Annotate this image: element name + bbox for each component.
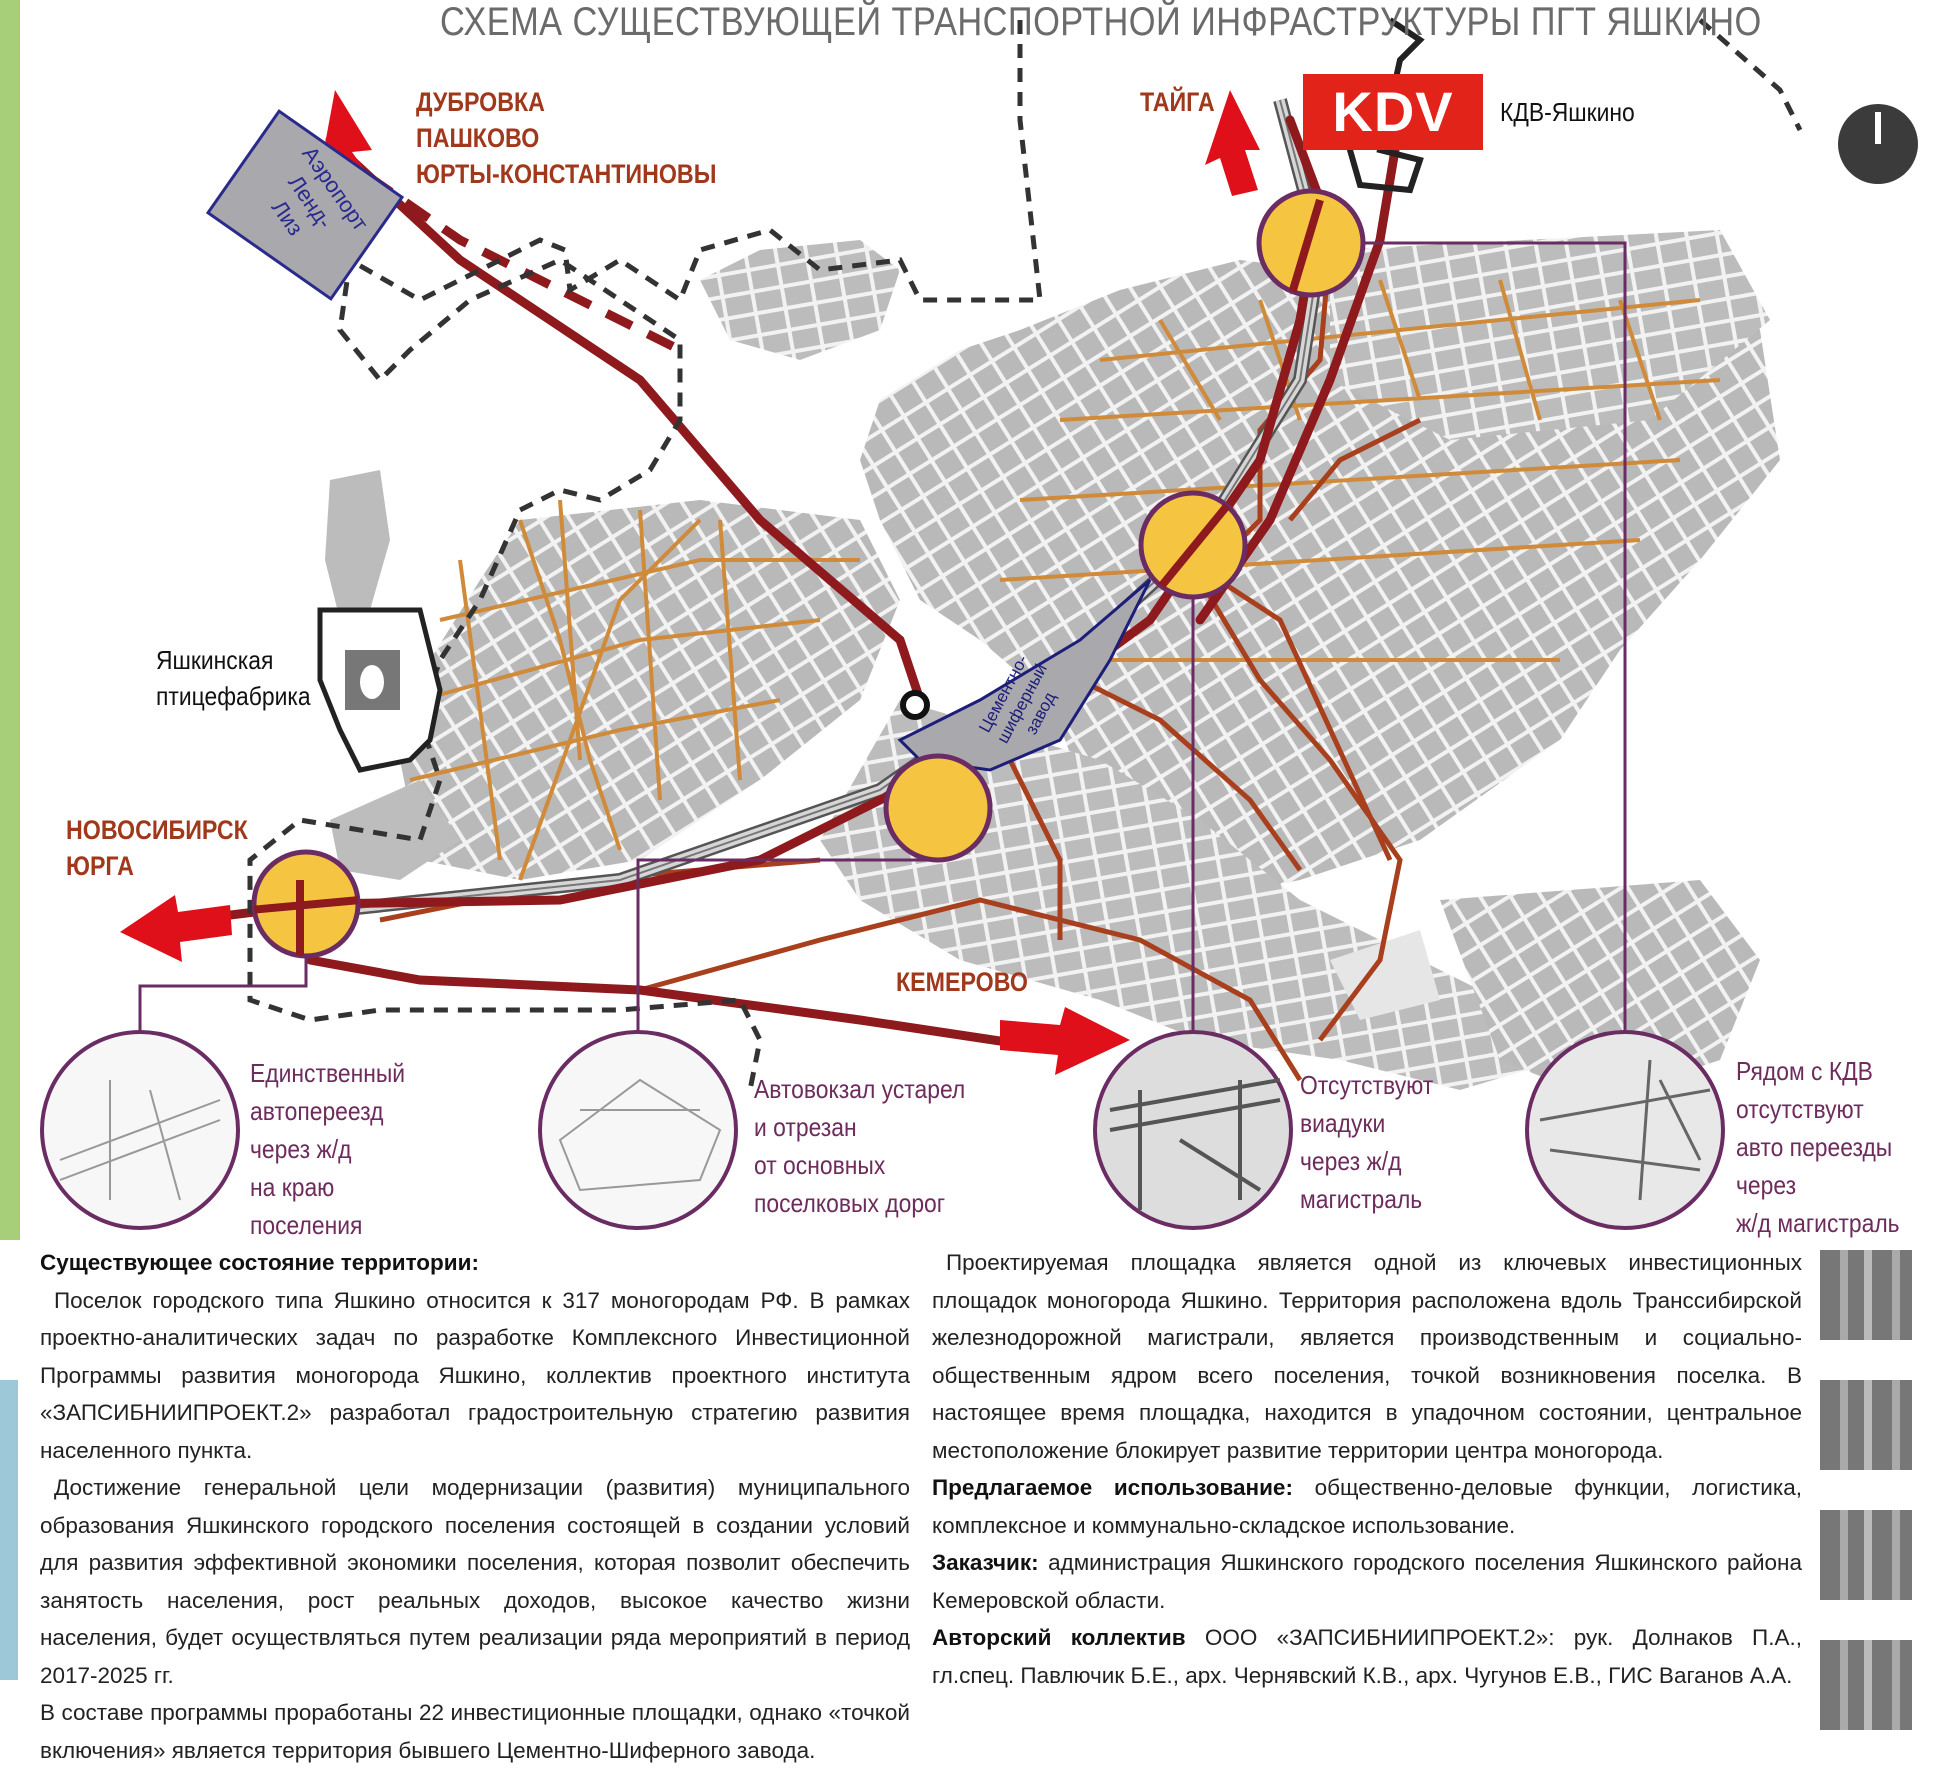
callout-line: через ж/д — [250, 1134, 352, 1164]
right-paragraph-3: Заказчик: администрация Яшкинского город… — [932, 1544, 1802, 1619]
callout-line: Единственный — [250, 1058, 406, 1088]
direction-west: НОВОСИБИРСК ЮРГА — [66, 812, 248, 884]
left-paragraph-3: В составе программы проработаны 22 инвес… — [40, 1700, 910, 1763]
callout-line: Рядом с КДВ — [1736, 1056, 1873, 1086]
node-bus-station — [883, 753, 993, 863]
settlement-boundary — [247, 20, 1043, 1091]
text-right-column: Проектируемая площадка является одной из… — [932, 1244, 1802, 1694]
direction-label: ПАШКОВО — [416, 123, 540, 153]
right-p4-text: ООО «ЗАПСИБНИИПРОЕКТ.2»: рук. Долнаков П… — [932, 1625, 1802, 1688]
poultry-farm-label: Яшкинская птицефабрика — [156, 642, 311, 714]
callout-line: виадуки — [1300, 1108, 1386, 1138]
callout-line: отсутствуют — [1736, 1094, 1864, 1124]
egg-icon — [360, 665, 384, 699]
direction-label: НОВОСИБИРСК — [66, 815, 248, 845]
callout-viaduct: Отсутствуют виадуки через ж/д магистраль — [1300, 1066, 1433, 1218]
station-marker — [900, 690, 930, 720]
right-p3-label: Заказчик: — [932, 1550, 1039, 1575]
poultry-farm-line: Яшкинская — [156, 645, 274, 675]
kdv-logo: KDV — [1303, 74, 1483, 150]
callout-line: поселения — [250, 1210, 363, 1240]
callout-line: через ж/д — [1300, 1146, 1402, 1176]
callout-line: через — [1736, 1170, 1797, 1200]
left-paragraph-2: Достижение генеральной цели модернизации… — [40, 1475, 910, 1688]
photo-kdv-crossing — [1525, 1030, 1725, 1230]
kdv-label: КДВ-Яшкино — [1500, 97, 1635, 127]
callout-lines — [138, 241, 1627, 1060]
right-p2-text: общественно-деловые функции, логистика, … — [932, 1475, 1802, 1538]
callout-line: автопереезд — [250, 1096, 384, 1126]
photo-viaduct — [1093, 1030, 1293, 1230]
direction-south: КЕМЕРОВО — [896, 967, 1028, 997]
callout-bus-station: Автовокзал устарел и отрезан от основных… — [754, 1070, 965, 1222]
right-paragraph-2: Предлагаемое использование: общественно-… — [932, 1469, 1802, 1544]
direction-label: ЮРТЫ-КОНСТАНТИНОВЫ — [416, 159, 717, 189]
callout-line: Автовокзал устарел — [754, 1074, 966, 1104]
decor-stripes-2 — [1820, 1380, 1912, 1470]
arrow-west — [120, 895, 232, 962]
airfield-area — [325, 470, 390, 620]
left-margin-decor-lower — [0, 1380, 18, 1680]
right-paragraph-1: Проектируемая площадка является одной из… — [932, 1250, 1802, 1463]
arrow-north — [1205, 90, 1260, 196]
callout-crossing: Единственный автопереезд через ж/д на кр… — [250, 1054, 405, 1244]
planned-airport-link — [327, 146, 683, 355]
right-p3-text: администрация Яшкинского городского посе… — [932, 1550, 1802, 1613]
airport-box — [205, 109, 405, 301]
built-up-area — [330, 230, 1780, 1100]
local-roads — [409, 279, 1721, 881]
arrow-south — [1000, 1007, 1130, 1075]
right-p2-label: Предлагаемое использование: — [932, 1475, 1293, 1500]
callout-line: авто переезды — [1736, 1132, 1893, 1162]
right-paragraph-4: Авторский коллектив ООО «ЗАПСИБНИИПРОЕКТ… — [932, 1619, 1802, 1694]
photo-bus-station — [538, 1030, 738, 1230]
decor-stripes-4 — [1820, 1640, 1912, 1730]
direction-northwest: ДУБРОВКА ПАШКОВО ЮРТЫ-КОНСТАНТИНОВЫ — [416, 84, 716, 192]
left-margin-decor — [0, 0, 20, 1240]
direction-label: ДУБРОВКА — [416, 87, 545, 117]
callout-line: и отрезан — [754, 1112, 857, 1142]
text-left-column: Существующее состояние территории: Посел… — [40, 1244, 910, 1769]
callout-line: от основных — [754, 1150, 886, 1180]
direction-north: ТАЙГА — [1140, 87, 1215, 117]
left-paragraph-1: Поселок городского типа Яшкино относится… — [40, 1287, 910, 1463]
callout-line: на краю — [250, 1172, 335, 1202]
callout-line: ж/д магистраль — [1736, 1208, 1900, 1238]
left-heading: Существующее состояние территории: — [40, 1250, 479, 1275]
map-title: СХЕМА СУЩЕСТВУЮЩЕЙ ТРАНСПОРТНОЙ ИНФРАСТР… — [440, 0, 1762, 44]
callout-photos — [40, 1030, 1725, 1230]
callout-kdv-crossing: Рядом с КДВ отсутствуют авто переезды че… — [1736, 1052, 1900, 1242]
poultry-farm-line: птицефабрика — [156, 681, 311, 711]
callout-line: магистраль — [1300, 1184, 1423, 1214]
decor-stripes-1 — [1820, 1250, 1912, 1340]
callout-line: Отсутствуют — [1300, 1070, 1434, 1100]
kdv-facility-outline — [1346, 17, 1425, 194]
north-arrow-icon — [1838, 104, 1918, 184]
right-p4-label: Авторский коллектив — [932, 1625, 1186, 1650]
callout-line: поселковых дорог — [754, 1188, 946, 1218]
decor-stripes-3 — [1820, 1510, 1912, 1600]
northeast-boundary — [1698, 18, 1803, 132]
direction-label: ЮРГА — [66, 851, 134, 881]
